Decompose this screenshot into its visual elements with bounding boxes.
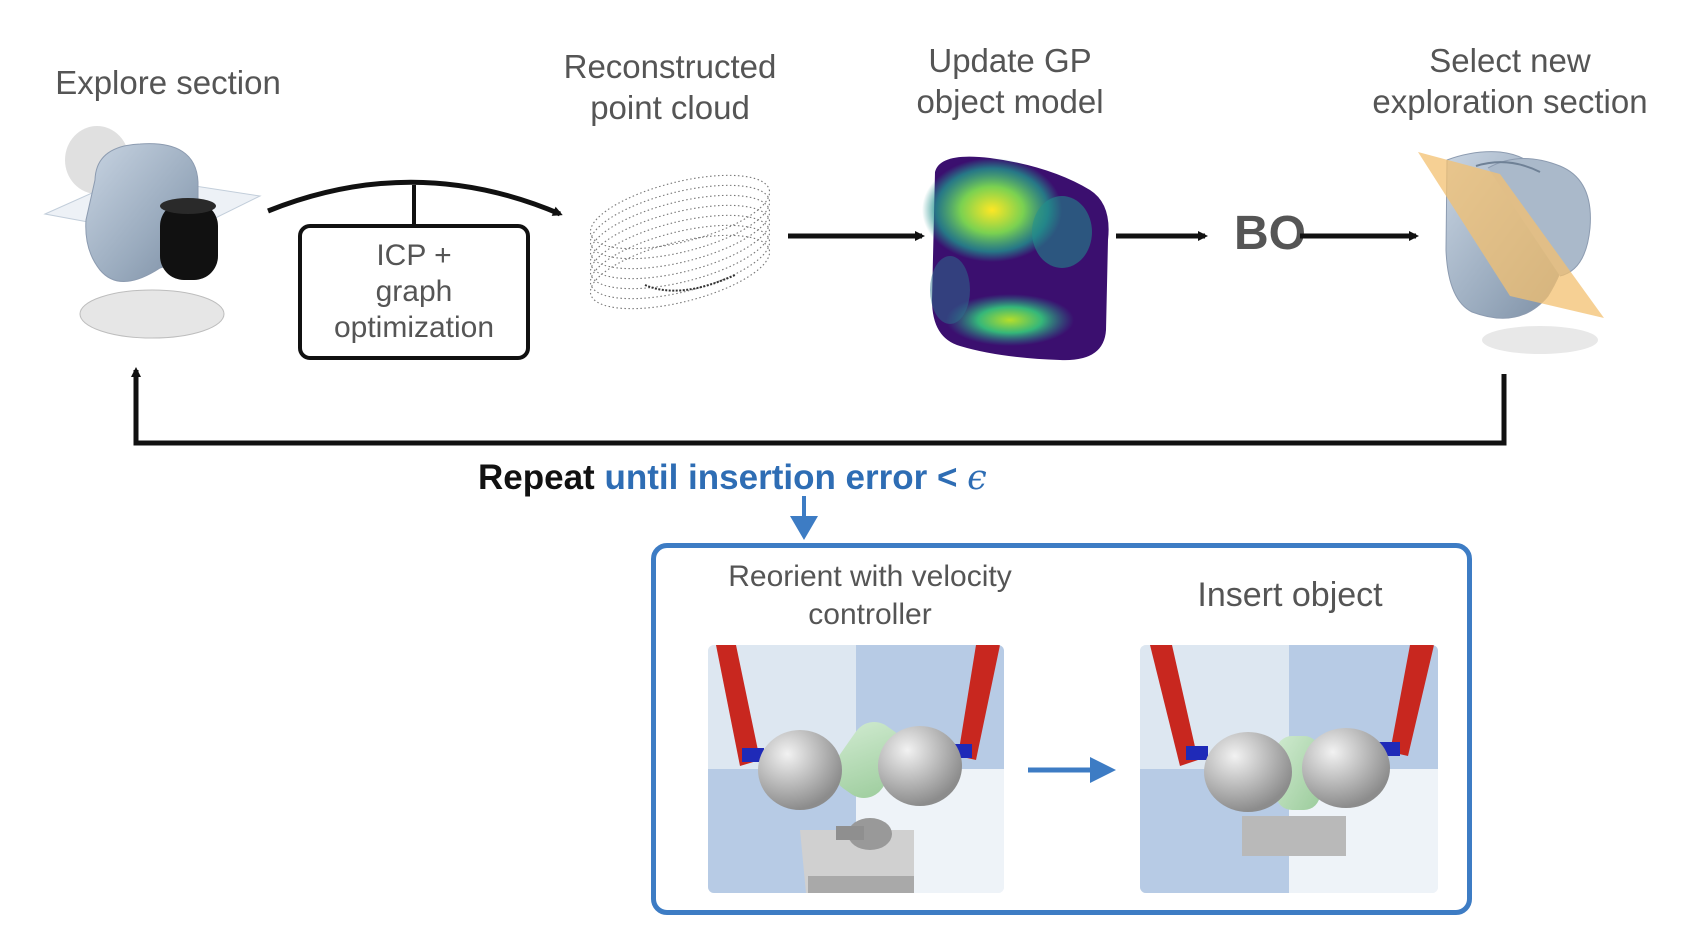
repeat-condition: until insertion error < [604, 458, 958, 497]
to-insertion-arrow-head [790, 516, 818, 540]
explore-section-text: Explore section [55, 64, 281, 101]
repeat-condition-text: Repeat until insertion error < ϵ [478, 458, 987, 498]
insertion-panel [651, 543, 1472, 915]
explore-section-label: Explore section [18, 62, 318, 103]
icp-line1: ICP + [376, 239, 452, 272]
reconstructed-line1: Reconstructed [563, 48, 777, 85]
icp-line3: optimization [333, 311, 495, 344]
select-section-object-render [1418, 151, 1604, 354]
reorient-scene-render [708, 645, 1004, 893]
reorient-to-insert-arrow-head [1090, 757, 1116, 783]
reorient-label: Reorient with velocity controller [700, 558, 1040, 633]
repeat-word: Repeat [478, 458, 595, 497]
reorient-line1: Reorient with velocity [728, 560, 1012, 593]
point-cloud-render [589, 174, 771, 310]
epsilon-symbol: ϵ [967, 458, 987, 498]
explore-to-pointcloud-arrow [267, 179, 563, 217]
reorient-line2: controller [808, 597, 932, 631]
insert-object-label: Insert object [1160, 574, 1420, 617]
update-gp-line2: object model [916, 83, 1104, 121]
update-gp-label: Update GP object model [880, 40, 1140, 123]
insert-scene-render [1140, 645, 1438, 893]
icp-line2: graph [375, 275, 453, 308]
icp-graph-optimization-box: ICP + graph optimization [298, 224, 530, 360]
select-new-line1: Select new [1429, 42, 1591, 79]
select-new-section-label: Select new exploration section [1330, 40, 1690, 123]
reconstructed-line2: point cloud [590, 89, 750, 127]
repeat-loop-arrow [131, 367, 1507, 446]
reconstructed-point-cloud-label: Reconstructed point cloud [520, 46, 820, 129]
bo-label: BO [1234, 207, 1306, 260]
insert-object-text: Insert object [1197, 576, 1383, 614]
select-new-line2: exploration section [1372, 83, 1648, 121]
update-gp-line1: Update GP [928, 42, 1092, 79]
explore-object-render [43, 126, 262, 339]
gp-object-model-render [922, 156, 1109, 361]
